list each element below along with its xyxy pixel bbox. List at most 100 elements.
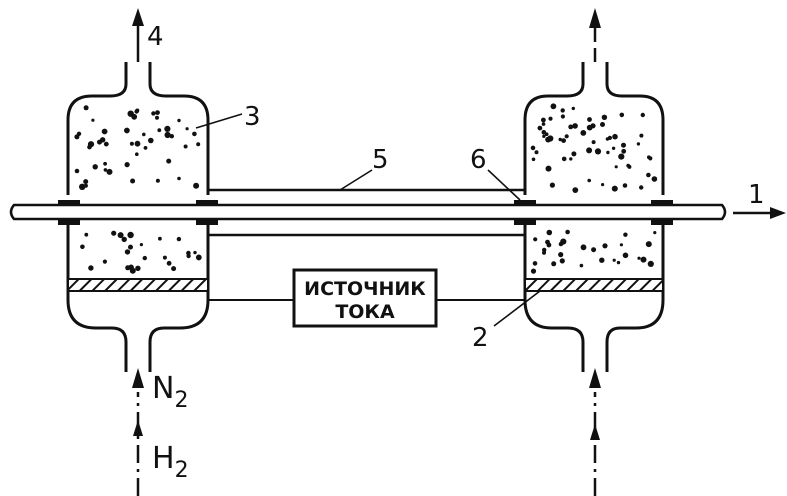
powder-dot — [619, 112, 625, 118]
powder-dot — [558, 252, 564, 258]
powder-dot — [142, 255, 147, 261]
powder-dot — [532, 261, 538, 266]
powder-dot — [560, 114, 566, 119]
power-source-line1: ИСТОЧНИК — [304, 278, 426, 300]
powder-dot — [166, 158, 172, 164]
power-source-line2: ТОКА — [335, 301, 395, 323]
powder-dot — [111, 230, 117, 236]
powder-dot — [571, 106, 575, 111]
powder-dot — [155, 115, 159, 120]
left-lower-body — [66, 225, 210, 372]
powder-dot — [74, 168, 80, 174]
powder-dot — [162, 255, 167, 260]
powder-dot — [537, 125, 543, 131]
powder-dot — [134, 109, 139, 114]
left-chamber — [58, 62, 218, 372]
label-outlet: 4 — [147, 22, 164, 52]
powder-dot — [637, 256, 641, 260]
powder-dot — [606, 150, 610, 155]
right-powder-dots — [530, 103, 658, 274]
left-seal-top-right — [196, 200, 218, 206]
powder-dot — [130, 178, 136, 184]
wire — [9, 203, 727, 221]
svg-text:N2: N2 — [152, 371, 188, 413]
powder-dot — [546, 242, 552, 248]
powder-dot — [619, 243, 624, 247]
powder-dot — [169, 134, 174, 139]
power-source: ИСТОЧНИК ТОКА — [208, 268, 525, 328]
powder-dot — [117, 232, 124, 239]
powder-dot — [545, 165, 552, 172]
powder-dot — [197, 256, 201, 261]
powder-dot — [91, 118, 95, 122]
powder-dot — [607, 135, 613, 140]
powder-dot — [131, 113, 138, 120]
powder-dot — [158, 236, 162, 241]
powder-dot — [586, 147, 593, 154]
powder-dot — [560, 108, 565, 113]
powder-dot — [542, 250, 546, 254]
left-separator — [67, 278, 209, 292]
powder-dot — [586, 124, 593, 131]
powder-dot — [193, 250, 197, 255]
powder-dot — [124, 249, 131, 255]
powder-dot — [176, 236, 182, 242]
label-tube: 5 — [372, 145, 389, 175]
right-seal-top-right — [651, 200, 673, 206]
powder-dot — [534, 150, 539, 155]
powder-dot — [580, 130, 587, 136]
powder-dot — [616, 260, 621, 265]
powder-dot — [550, 103, 557, 110]
powder-dot — [621, 148, 627, 154]
nitrogen-symbol: N — [152, 371, 174, 406]
powder-dot — [600, 122, 605, 127]
powder-dot — [185, 127, 189, 131]
left-top-neck — [66, 62, 210, 195]
powder-dot — [612, 133, 618, 140]
powder-dot — [640, 112, 645, 118]
powder-dot — [155, 178, 160, 183]
powder-dot — [572, 123, 578, 129]
left-seal-bot-left — [58, 219, 80, 225]
powder-dot — [128, 244, 133, 250]
nitrogen-subscript: 2 — [174, 388, 188, 413]
powder-dot — [183, 144, 188, 149]
powder-dot — [561, 156, 567, 162]
wire-direction-arrow — [733, 207, 786, 219]
powder-dot — [171, 266, 177, 272]
label-powder: 3 — [244, 102, 261, 132]
powder-dot — [83, 105, 89, 111]
powder-dot — [579, 263, 584, 268]
powder-dot — [560, 238, 567, 245]
leader-3 — [195, 113, 243, 129]
powder-dot — [148, 137, 154, 144]
powder-dot — [541, 130, 547, 135]
powder-dot — [602, 243, 608, 249]
powder-dot — [79, 183, 86, 190]
gas-label-nitrogen: N2 — [152, 371, 188, 413]
powder-dot — [546, 229, 553, 236]
left-outlet-arrow — [132, 8, 144, 62]
powder-dot — [84, 232, 89, 237]
powder-dot — [142, 132, 146, 137]
label-wire: 1 — [748, 180, 765, 210]
powder-dot — [639, 185, 644, 190]
label-seal: 6 — [470, 145, 487, 175]
powder-dot — [135, 265, 141, 271]
powder-dot — [129, 141, 134, 146]
powder-dot — [100, 137, 106, 143]
leader-2 — [493, 290, 541, 327]
right-outlet-arrow — [589, 8, 601, 62]
powder-dot — [639, 133, 644, 138]
powder-dot — [621, 142, 626, 148]
powder-dot — [599, 257, 605, 263]
powder-dot — [571, 151, 577, 157]
right-inlet-arrow — [589, 368, 601, 496]
powder-dot — [74, 134, 80, 140]
powder-dot — [135, 152, 139, 156]
powder-dot — [646, 172, 651, 178]
powder-dot — [587, 117, 592, 122]
powder-dot — [103, 168, 108, 172]
left-powder-dots — [74, 105, 202, 274]
